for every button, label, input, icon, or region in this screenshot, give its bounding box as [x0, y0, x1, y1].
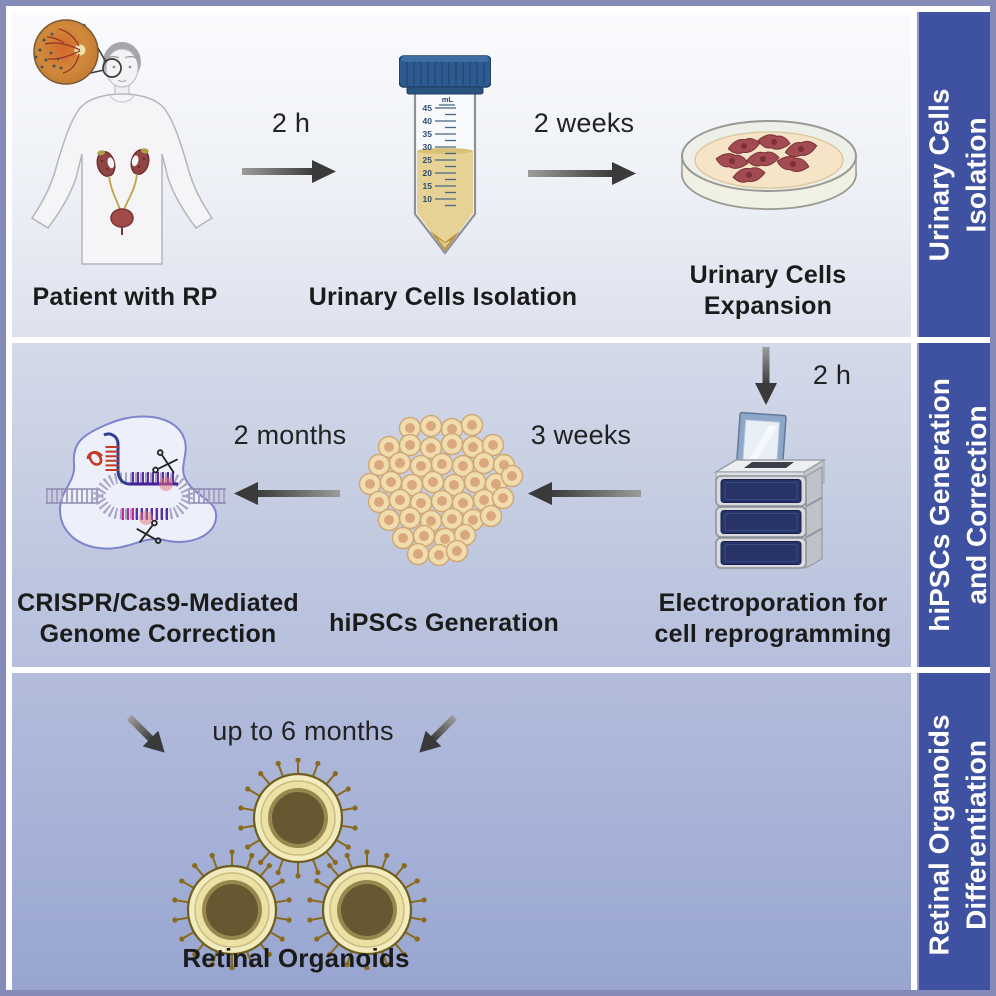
svg-text:45: 45 — [423, 103, 433, 113]
sidebar-section-retinal-organoids: Retinal Organoids Differentiation — [917, 673, 992, 990]
dna-strand — [46, 472, 226, 520]
svg-text:15: 15 — [423, 181, 433, 191]
step1-time-label: 2 h — [271, 108, 311, 138]
sidebar-label: Urinary Cells Isolation — [923, 88, 992, 261]
sidebar-label: hiPSCs Generation and Correction — [923, 378, 992, 632]
step5-time-label: 2 months — [233, 420, 347, 450]
urinary-system — [96, 148, 150, 235]
svg-text:10: 10 — [423, 194, 433, 204]
svg-text:mL: mL — [442, 95, 454, 104]
step4-time-label: 3 weeks — [530, 420, 632, 450]
arrow-down-left-icon — [419, 714, 458, 753]
sidebar-section-hipsc-generation: hiPSCs Generation and Correction — [917, 343, 992, 667]
electroporation-label: Electroporation for cell reprogramming — [654, 589, 892, 648]
sidebar-label: Retinal Organoids Differentiation — [923, 713, 992, 956]
scissors-icon — [136, 519, 162, 544]
tube-cap — [399, 55, 491, 95]
patient-label: Patient with RP — [32, 283, 218, 311]
arrow-left-step5-icon — [234, 482, 340, 505]
tube-label: Urinary Cells Isolation — [308, 283, 578, 311]
step3-time-label: 2 h — [812, 360, 852, 390]
device-stack — [715, 466, 823, 569]
svg-text:20: 20 — [423, 168, 433, 178]
eye-magnifier-circle — [102, 58, 122, 78]
hipsc-colony-icon — [358, 413, 524, 567]
organoids-label: Retinal Organoids — [182, 943, 410, 973]
step2-time-label: 2 weeks — [533, 108, 635, 138]
step6-time-label: up to 6 months — [212, 716, 394, 746]
crispr-label: CRISPR/Cas9-Mediated Genome Correction — [17, 589, 299, 648]
dish-label: Urinary Cells Expansion — [689, 261, 847, 320]
svg-text:25: 25 — [423, 155, 433, 165]
petri-dish-icon — [681, 120, 857, 210]
scissors-icon — [152, 449, 178, 474]
arrow-down-step3-icon — [755, 347, 777, 405]
sidebar-section-urinary-cells-isolation: Urinary Cells Isolation — [917, 12, 992, 337]
patient-figure-icon — [30, 19, 214, 265]
arrow-down-right-icon — [126, 714, 165, 753]
retina-fundus-icon — [33, 19, 122, 85]
crispr-cas9-icon — [46, 415, 226, 550]
arrow-right-step2-icon — [528, 162, 636, 185]
hipsc-label: hiPSCs Generation — [329, 609, 559, 637]
urine-sample — [417, 151, 473, 251]
electroporator-icon — [713, 411, 827, 569]
patient-body — [30, 42, 214, 265]
grna-loop — [86, 450, 103, 466]
svg-text:40: 40 — [423, 116, 433, 126]
tube-graduations — [435, 104, 456, 207]
arrow-right-step1-icon — [242, 160, 336, 183]
falcon-tube-icon: 45 40 35 30 25 20 15 10 mL — [399, 55, 491, 255]
svg-text:30: 30 — [423, 142, 433, 152]
arrow-left-step4-icon — [528, 482, 641, 505]
retinal-organoids-icon — [171, 758, 428, 970]
svg-text:35: 35 — [423, 129, 433, 139]
urinary-cells — [715, 134, 818, 183]
section-retinal-organoids-differentiation — [12, 673, 911, 990]
